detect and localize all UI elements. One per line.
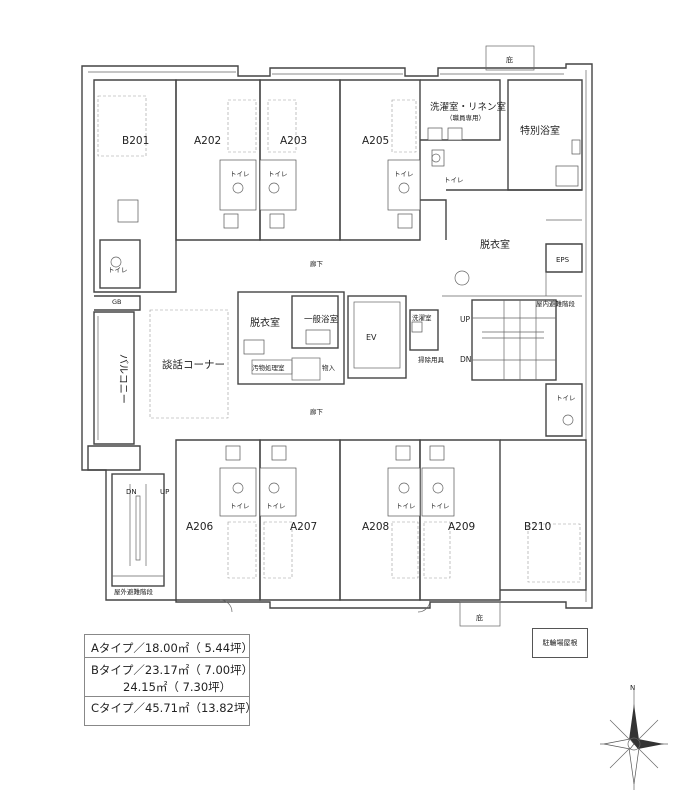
room-a207: A207 xyxy=(290,521,317,533)
label-corridor-lower: 廊下 xyxy=(310,407,324,416)
room-a208: A208 xyxy=(362,521,389,533)
legend-type-c: Cタイプ／45.71㎡（13.82坪） xyxy=(85,696,257,717)
room-labels: B201 A202 A203 A205 A206 A207 A208 A209 … xyxy=(122,135,551,533)
label-up-indoor: UP xyxy=(460,315,470,324)
room-a203: A203 xyxy=(280,135,307,147)
legend-type-b: Bタイプ／23.17㎡（ 7.00坪） xyxy=(85,657,253,679)
label-cleaning-tools: 掃除用具 xyxy=(418,355,445,364)
label-eps: EPS xyxy=(556,256,570,264)
label-eaves-bottom: 庇 xyxy=(476,613,483,622)
room-a209: A209 xyxy=(448,521,475,533)
label-changing-room-2: 脱衣室 xyxy=(250,316,280,329)
space-labels: 洗濯室・リネン室 （職員専用） 特別浴室 脱衣室 トイレ トイレ トイレ トイレ… xyxy=(108,55,635,692)
label-laundry-linen: 洗濯室・リネン室 xyxy=(430,101,506,113)
legend-type-b-alt: 24.15㎡（ 7.30坪） xyxy=(123,680,232,694)
left-wing xyxy=(87,199,165,587)
compass-rose xyxy=(600,690,668,790)
label-toilet-right: トイレ xyxy=(556,394,576,402)
label-washroom: 洗濯室 xyxy=(412,313,432,322)
label-staff-only: （職員専用） xyxy=(446,113,485,122)
label-toilet-laundry: トイレ xyxy=(444,176,464,184)
label-ev: EV xyxy=(366,333,377,342)
label-toilet-left: トイレ xyxy=(108,266,128,274)
label-lounge: 談話コーナー xyxy=(162,358,225,371)
room-b201: B201 xyxy=(122,135,149,147)
label-general-bath: 一般浴室 xyxy=(304,314,339,325)
legend-type-a: Aタイプ／18.00㎡（ 5.44坪） xyxy=(91,641,254,655)
label-dn-outdoor: DN xyxy=(126,488,137,496)
room-a202: A202 xyxy=(194,135,221,147)
label-toilet-a208: トイレ xyxy=(396,502,416,510)
label-indoor-stairs: 屋内避難階段 xyxy=(536,299,576,308)
label-special-bath: 特別浴室 xyxy=(520,124,560,137)
label-toilet-a205: トイレ xyxy=(394,170,414,178)
label-toilet-a206: トイレ xyxy=(230,502,250,510)
room-a206: A206 xyxy=(186,521,214,533)
label-toilet-a202: トイレ xyxy=(230,170,250,178)
room-a205: A205 xyxy=(362,135,389,147)
label-bike-parking: 駐輪場屋根 xyxy=(542,639,578,647)
lower-rooms xyxy=(175,383,587,613)
label-dn-indoor: DN xyxy=(460,355,471,364)
label-storage: 物入 xyxy=(322,363,336,372)
building-outline xyxy=(81,45,593,627)
label-toilet-a209: トイレ xyxy=(430,502,450,510)
label-corridor-upper: 廊下 xyxy=(310,259,324,268)
area-legend: Aタイプ／18.00㎡（ 5.44坪） Bタイプ／23.17㎡（ 7.00坪） … xyxy=(84,634,257,726)
center-core xyxy=(149,291,557,419)
label-toilet-a207: トイレ xyxy=(266,502,286,510)
room-b210: B210 xyxy=(524,521,551,533)
label-changing-room-1: 脱衣室 xyxy=(480,238,510,251)
label-balcony: バルコニー xyxy=(117,354,129,404)
label-up-outdoor: UP xyxy=(160,488,169,496)
label-gb: GB xyxy=(112,298,122,306)
label-eaves-top: 庇 xyxy=(506,55,513,64)
upper-rooms xyxy=(93,79,583,297)
label-outdoor-stairs: 屋外避難階段 xyxy=(114,587,154,596)
label-filth-room: 汚物処理室 xyxy=(252,363,285,372)
label-toilet-a203: トイレ xyxy=(268,170,288,178)
label-north: N xyxy=(630,684,635,692)
bike-parking-roof: 駐輪場屋根 xyxy=(532,628,588,658)
